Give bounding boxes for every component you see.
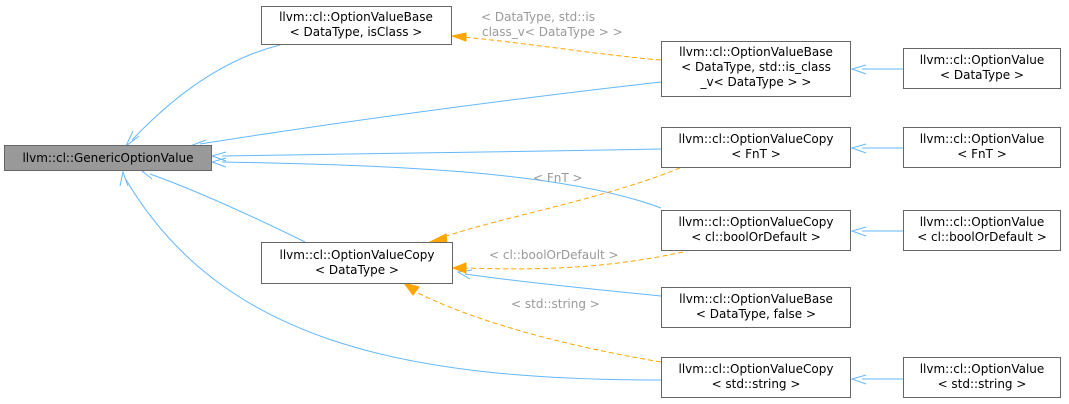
node-label: < DataType > (315, 263, 399, 277)
edge-base-std-is-class-to-generic (199, 81, 662, 145)
template-edges (402, 32, 684, 363)
node-label: llvm::cl::OptionValueBase (279, 10, 433, 24)
node-generic-option-value[interactable]: llvm::cl::GenericOptionValue (4, 145, 212, 171)
node-option-value-string[interactable]: llvm::cl::OptionValue < std::string > (903, 357, 1061, 398)
node-option-value-fnt[interactable]: llvm::cl::OptionValue < FnT > (903, 127, 1061, 168)
node-option-value-base-isclass[interactable]: llvm::cl::OptionValueBase < DataType, is… (261, 6, 452, 45)
edge-template-fnt (439, 167, 681, 239)
edge-label-string: < std::string > (511, 297, 600, 311)
arrowhead-icon (456, 269, 473, 280)
node-option-value-copy-boolordefault[interactable]: llvm::cl::OptionValueCopy < cl::boolOrDe… (661, 210, 851, 251)
node-option-value-copy-datatype[interactable]: llvm::cl::OptionValueCopy < DataType > (261, 242, 453, 284)
edge-label-boolordefault: < cl::boolOrDefault > (489, 248, 619, 262)
arrowhead-icon (450, 32, 467, 42)
node-option-value-copy-fnt[interactable]: llvm::cl::OptionValueCopy < FnT > (661, 127, 851, 168)
arrowhead-icon (850, 64, 867, 75)
edge-copy-bool-to-generic (221, 161, 662, 209)
edge-template-is-class (461, 36, 662, 61)
node-label: llvm::cl::OptionValue (920, 215, 1045, 229)
node-label: llvm::cl::OptionValueCopy (678, 215, 833, 229)
edge-base-false-to-copy-datatype (464, 273, 662, 297)
node-label: llvm::cl::GenericOptionValue (22, 151, 193, 165)
edge-label-fnt: < FnT > (533, 171, 583, 185)
arrowhead-icon (850, 143, 867, 154)
node-label: < std::string > (712, 377, 801, 391)
node-option-value-base-std-is-class[interactable]: llvm::cl::OptionValueBase < DataType, st… (661, 41, 851, 97)
node-label: llvm::cl::OptionValueCopy (678, 132, 833, 146)
node-label: llvm::cl::OptionValue (920, 362, 1045, 376)
node-label: < cl::boolOrDefault > (691, 230, 821, 244)
arrowhead-icon (850, 226, 867, 237)
edge-template-string (411, 289, 662, 363)
inheritance-edges (119, 44, 903, 385)
node-label: llvm::cl::OptionValueBase (679, 292, 833, 306)
node-label: < DataType, false > (696, 307, 816, 321)
node-label: < FnT > (957, 147, 1007, 161)
arrowhead-icon (125, 130, 140, 147)
node-label: < std::string > (938, 377, 1027, 391)
node-label: _v< DataType > > (700, 75, 812, 89)
node-label: < DataType > (940, 68, 1024, 82)
edge-label-is-class-line1: < DataType, std::is (481, 10, 595, 24)
arrowhead-icon (428, 233, 448, 244)
edge-copy-datatype-to-generic (149, 173, 306, 243)
node-option-value-boolordefault[interactable]: llvm::cl::OptionValue < cl::boolOrDefaul… (903, 210, 1061, 251)
node-label: llvm::cl::OptionValueBase (679, 45, 833, 59)
edge-labels: < DataType, std::is class_v< DataType > … (481, 10, 623, 311)
arrowhead-icon (850, 374, 867, 385)
node-label: llvm::cl::OptionValue (920, 132, 1045, 146)
node-label: < DataType, isClass > (290, 25, 423, 39)
arrowhead-icon (402, 282, 420, 296)
edge-label-is-class-line2: class_v< DataType > > (482, 25, 623, 39)
arrowhead-icon (451, 262, 467, 274)
node-label: llvm::cl::OptionValueCopy (678, 362, 833, 376)
edge-copy-fnt-to-generic (221, 148, 662, 157)
node-option-value-base-false[interactable]: llvm::cl::OptionValueBase < DataType, fa… (661, 287, 851, 328)
edge-template-boolordefault (464, 251, 684, 270)
node-label: llvm::cl::OptionValueCopy (279, 248, 434, 262)
node-label: < cl::boolOrDefault > (917, 230, 1047, 244)
node-option-value-datatype[interactable]: llvm::cl::OptionValue < DataType > (903, 48, 1061, 89)
node-option-value-copy-string[interactable]: llvm::cl::OptionValueCopy < std::string … (661, 357, 851, 398)
arrowhead-icon (119, 170, 129, 187)
edge-copy-string-to-generic (124, 177, 662, 381)
edge-base-isclass-to-generic (131, 44, 281, 141)
node-label: llvm::cl::OptionValue (920, 53, 1045, 67)
node-label: < DataType, std::is_class (681, 60, 831, 74)
node-label: < FnT > (731, 147, 781, 161)
